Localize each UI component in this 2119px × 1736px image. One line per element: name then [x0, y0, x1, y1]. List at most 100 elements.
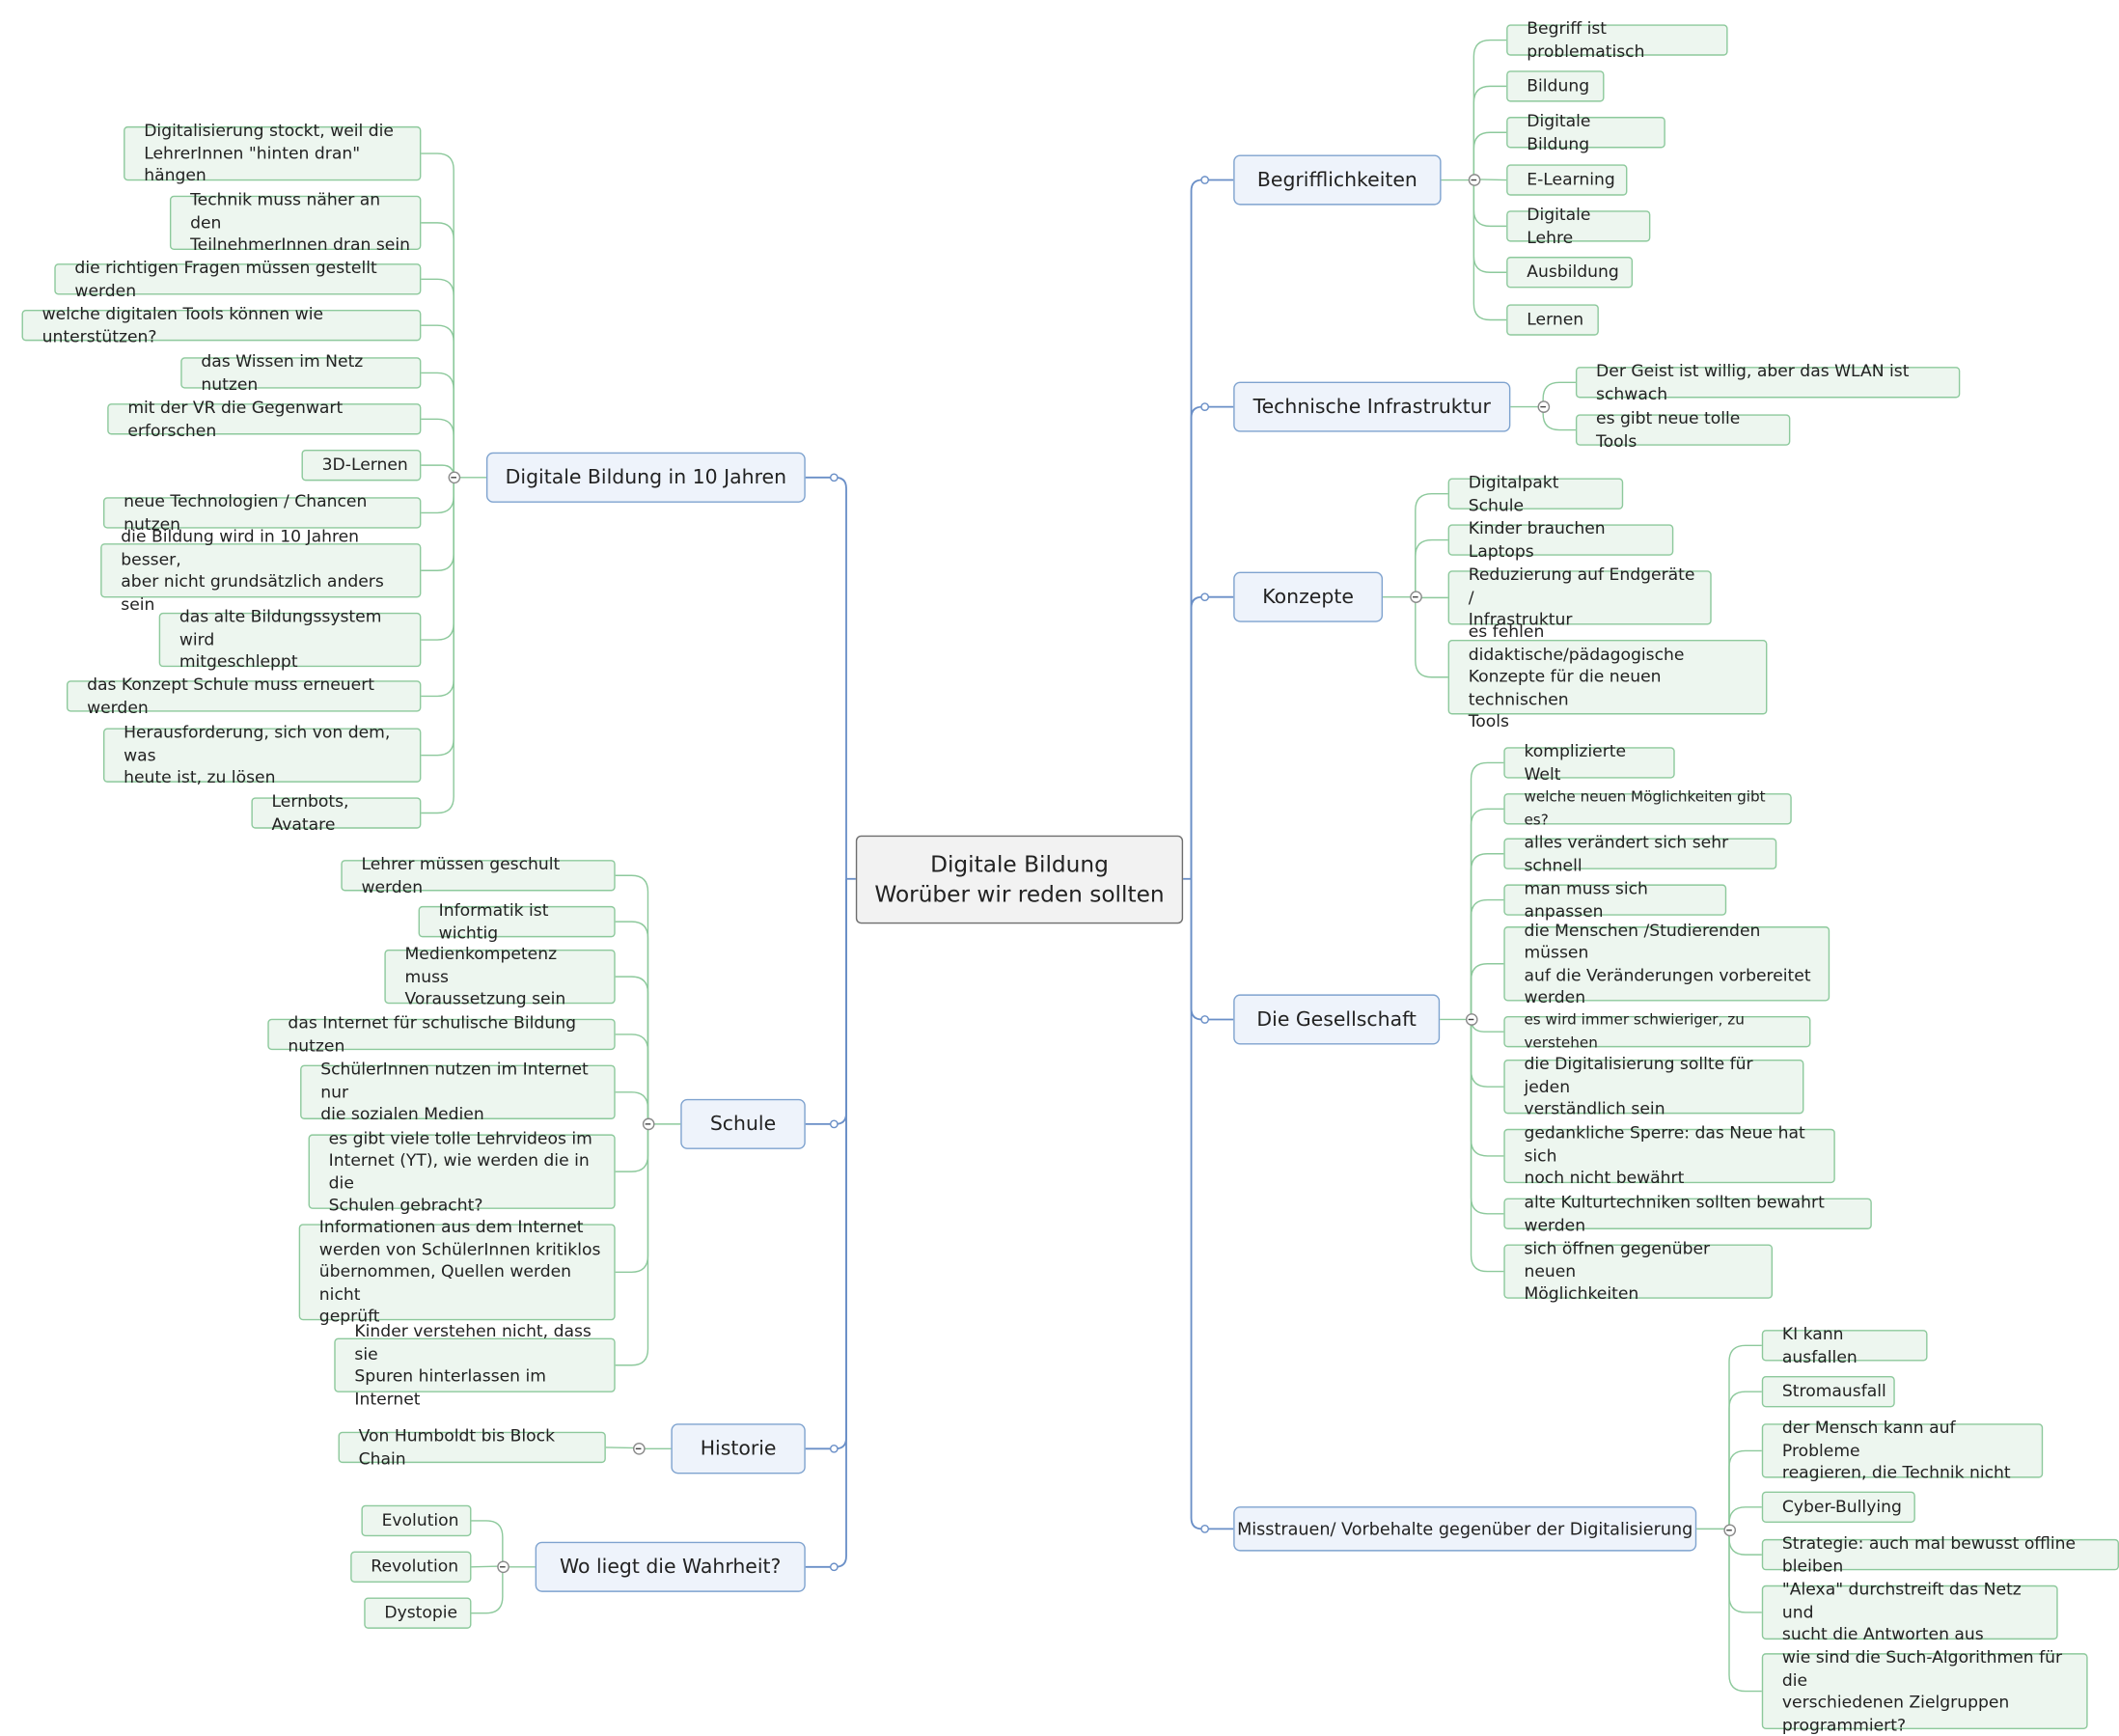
collapse-wahrheit-button[interactable] — [496, 1559, 509, 1573]
subtopic-misstrauen-2[interactable]: Stromausfall — [1761, 1376, 1895, 1408]
subtopic-begriff-3[interactable]: Digitale Bildung — [1506, 111, 1665, 152]
leaf-line-zukunft-10 — [421, 477, 454, 641]
collapse-begriff-button[interactable] — [1468, 173, 1480, 186]
topic-infra[interactable]: Technische Infrastruktur — [1233, 381, 1511, 432]
topic-begriff[interactable]: Begrifflichkeiten — [1233, 154, 1442, 206]
subtopic-zukunft-2[interactable]: Technik muss näher an den TeilnehmerInne… — [169, 190, 422, 255]
subtopic-infra-2[interactable]: es gibt neue tolle Tools — [1575, 409, 1791, 451]
leaf-line-infra-2 — [1542, 405, 1576, 431]
collapse-infra-button[interactable] — [1536, 400, 1550, 413]
subtopic-schule-8[interactable]: Kinder verstehen nicht, dass sie Spuren … — [334, 1322, 616, 1408]
leaf-line-gesellschaft-1 — [1470, 761, 1504, 1019]
subtopic-zukunft-13[interactable]: Lernbots, Avatare — [251, 792, 422, 834]
subtopic-schule-1[interactable]: Lehrer müssen geschult werden — [341, 854, 616, 896]
subtopic-wahrheit-2[interactable]: Revolution — [350, 1551, 472, 1583]
subtopic-zukunft-3[interactable]: die richtigen Fragen müssen gestellt wer… — [54, 258, 422, 299]
connector-misstrauen — [1190, 878, 1234, 1530]
subtopic-gesellschaft-1[interactable]: komplizierte Welt — [1503, 742, 1675, 784]
anchor-dot-misstrauen — [1200, 1525, 1209, 1533]
subtopic-konzepte-4[interactable]: es fehlen didaktische/pädagogische Konze… — [1447, 622, 1768, 731]
subtopic-misstrauen-1[interactable]: KI kann ausfallen — [1761, 1325, 1928, 1365]
collapse-historie-button[interactable] — [632, 1442, 645, 1454]
subtopic-misstrauen-3[interactable]: der Mensch kann auf Probleme reagieren, … — [1761, 1419, 2044, 1482]
subtopic-konzepte-1[interactable]: Digitalpakt Schule — [1447, 473, 1624, 514]
topic-misstrauen[interactable]: Misstrauen/ Vorbehalte gegenüber der Dig… — [1233, 1506, 1697, 1552]
subtopic-zukunft-6[interactable]: mit der VR die Gegenwart erforschen — [107, 398, 422, 439]
subtopic-zukunft-4[interactable]: welche digitalen Tools können wie unters… — [21, 304, 422, 345]
subtopic-schule-3[interactable]: Medienkompetenz muss Voraussetzung sein — [384, 945, 616, 1008]
leaf-line-begriff-7 — [1472, 179, 1507, 321]
subtopic-gesellschaft-2[interactable]: welche neuen Möglichkeiten gibt es? — [1503, 787, 1792, 828]
collapse-schule-button[interactable] — [642, 1116, 654, 1130]
subtopic-gesellschaft-8[interactable]: gedankliche Sperre: das Neue hat sich no… — [1503, 1124, 1835, 1188]
subtopic-gesellschaft-5[interactable]: die Menschen /Studierenden müssen auf di… — [1503, 921, 1830, 1006]
topic-schule[interactable]: Schule — [680, 1098, 806, 1149]
central-topic[interactable]: Digitale Bildung Worüber wir reden sollt… — [855, 835, 1184, 924]
leaf-line-gesellschaft-10 — [1470, 1018, 1504, 1273]
subtopic-schule-7[interactable]: Informationen aus dem Internet werden vo… — [298, 1218, 616, 1326]
subtopic-wahrheit-3[interactable]: Dystopie — [364, 1597, 472, 1629]
subtopic-begriff-5[interactable]: Digitale Lehre — [1506, 206, 1651, 246]
subtopic-misstrauen-5[interactable]: Strategie: auch mal bewusst offline blei… — [1761, 1533, 2119, 1575]
topic-historie[interactable]: Historie — [671, 1423, 806, 1474]
subtopic-begriff-1[interactable]: Begriff ist problematisch — [1506, 19, 1728, 61]
subtopic-begriff-6[interactable]: Ausbildung — [1506, 257, 1634, 289]
subtopic-misstrauen-4[interactable]: Cyber-Bullying — [1761, 1491, 1915, 1524]
leaf-line-zukunft-13 — [421, 477, 454, 814]
subtopic-schule-4[interactable]: das Internet für schulische Bildung nutz… — [267, 1013, 616, 1055]
subtopic-schule-6[interactable]: es gibt viele tolle Lehrvideos im Intern… — [308, 1128, 616, 1214]
subtopic-gesellschaft-9[interactable]: alte Kulturtechniken sollten bewahrt wer… — [1503, 1193, 1872, 1234]
subtopic-zukunft-9[interactable]: die Bildung wird in 10 Jahren besser, ab… — [100, 527, 422, 614]
subtopic-begriff-2[interactable]: Bildung — [1506, 70, 1605, 102]
subtopic-zukunft-5[interactable]: das Wissen im Netz nutzen — [180, 352, 422, 394]
leaf-line-wahrheit-1 — [471, 1520, 504, 1567]
leaf-line-zukunft-2 — [421, 222, 454, 478]
topic-konzepte[interactable]: Konzepte — [1233, 571, 1384, 622]
topic-wahrheit[interactable]: Wo liegt die Wahrheit? — [535, 1541, 806, 1592]
collapse-gesellschaft-button[interactable] — [1465, 1012, 1477, 1026]
leaf-line-schule-7 — [615, 1123, 649, 1274]
collapse-misstrauen-button[interactable] — [1722, 1523, 1736, 1536]
subtopic-begriff-7[interactable]: Lernen — [1506, 304, 1599, 336]
subtopic-zukunft-10[interactable]: das alte Bildungssystem wird mitgeschlep… — [158, 608, 422, 672]
leaf-line-gesellschaft-9 — [1470, 1018, 1504, 1215]
subtopic-misstrauen-7[interactable]: wie sind die Such-Algorithmen für die ve… — [1761, 1648, 2088, 1734]
subtopic-gesellschaft-10[interactable]: sich öffnen gegenüber neuen Möglichkeite… — [1503, 1239, 1774, 1303]
subtopic-zukunft-1[interactable]: Digitalisierung stockt, weil die LehrerI… — [124, 122, 422, 185]
subtopic-begriff-4[interactable]: E-Learning — [1506, 164, 1628, 196]
subtopic-schule-5[interactable]: SchülerInnen nutzen im Internet nur die … — [300, 1060, 616, 1124]
leaf-line-zukunft-6 — [421, 418, 454, 478]
subtopic-infra-1[interactable]: Der Geist ist willig, aber das WLAN ist … — [1575, 361, 1961, 402]
topic-zukunft[interactable]: Digitale Bildung in 10 Jahren — [485, 452, 806, 503]
subtopic-gesellschaft-7[interactable]: die Digitalisierung sollte für jeden ver… — [1503, 1055, 1804, 1118]
collapse-zukunft-button[interactable] — [447, 470, 460, 483]
leaf-line-schule-3 — [615, 976, 649, 1124]
subtopic-gesellschaft-3[interactable]: alles verändert sich sehr schnell — [1503, 833, 1777, 874]
subtopic-zukunft-12[interactable]: Herausforderung, sich von dem, was heute… — [102, 723, 422, 786]
subtopic-konzepte-3[interactable]: Reduzierung auf Endgeräte / Infrastruktu… — [1447, 565, 1712, 629]
subtopic-gesellschaft-6[interactable]: es wird immer schwieriger, zu verstehen — [1503, 1010, 1811, 1051]
leaf-line-wahrheit-3 — [471, 1566, 504, 1614]
subtopic-zukunft-11[interactable]: das Konzept Schule muss erneuert werden — [66, 675, 422, 717]
leaf-line-begriff-1 — [1472, 39, 1507, 179]
anchor-dot-infra — [1200, 402, 1209, 411]
subtopic-zukunft-8[interactable]: neue Technologien / Chancen nutzen — [102, 492, 422, 534]
subtopic-konzepte-2[interactable]: Kinder brauchen Laptops — [1447, 519, 1674, 561]
connector-zukunft — [805, 476, 847, 879]
subtopic-gesellschaft-4[interactable]: man muss sich anpassen — [1503, 879, 1727, 921]
subtopic-wahrheit-1[interactable]: Evolution — [361, 1504, 472, 1537]
anchor-dot-historie — [829, 1444, 839, 1453]
subtopic-historie-1[interactable]: Von Humboldt bis Block Chain — [338, 1426, 606, 1468]
leaf-line-schule-1 — [615, 874, 649, 1124]
subtopic-zukunft-7[interactable]: 3D-Lernen — [301, 449, 422, 482]
leaf-line-zukunft-3 — [421, 278, 454, 478]
subtopic-misstrauen-6[interactable]: "Alexa" durchstreift das Netz und sucht … — [1761, 1581, 2058, 1644]
subtopic-schule-2[interactable]: Informatik ist wichtig — [418, 900, 616, 942]
leaf-line-gesellschaft-5 — [1470, 963, 1504, 1019]
collapse-konzepte-button[interactable] — [1409, 590, 1422, 603]
leaf-line-misstrauen-7 — [1728, 1529, 1762, 1693]
connector-begriff — [1190, 179, 1234, 879]
anchor-dot-gesellschaft — [1200, 1015, 1209, 1024]
topic-gesellschaft[interactable]: Die Gesellschaft — [1233, 994, 1441, 1045]
